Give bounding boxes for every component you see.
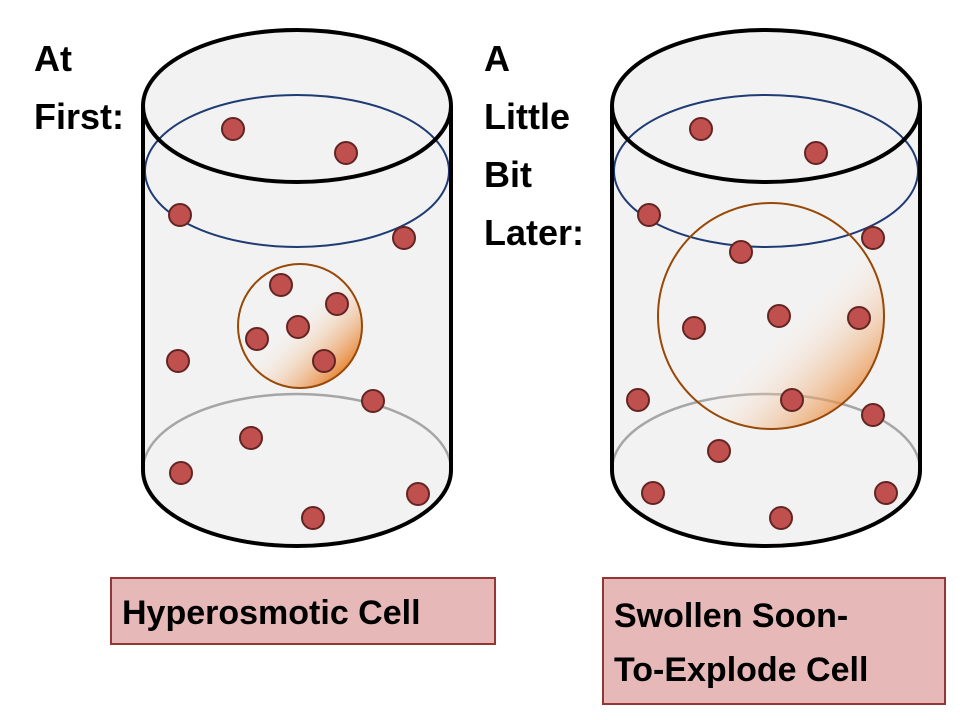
particle [847,306,871,330]
particle [780,388,804,412]
beaker-bottom-back [141,392,453,471]
particle [269,273,293,297]
particle [874,481,898,505]
heading-line: Little [484,96,570,137]
label-line: Swollen Soon- [614,597,849,635]
beaker-outline [610,106,922,548]
beaker-rim [612,30,920,182]
particle [239,426,263,450]
label-swollen-cell: Swollen Soon- To-Explode Cell [602,577,946,705]
particle [245,327,269,351]
label-text: Hyperosmotic Cell [122,594,421,632]
particle [312,349,336,373]
beaker-left [141,28,453,548]
particle [767,304,791,328]
particle [286,315,310,339]
particle [221,117,245,141]
beaker-right [610,28,922,548]
particle [168,203,192,227]
particle [707,439,731,463]
particle [169,461,193,485]
particle [392,226,416,250]
particle [637,203,661,227]
particle [626,388,650,412]
heading-line: At [34,38,72,79]
beaker-top-rim [141,28,453,184]
particle [682,316,706,340]
beaker-rim [143,30,451,182]
solute-particles-right [626,117,898,530]
heading-line: A [484,38,510,79]
heading-line: Bit [484,154,532,195]
particle [861,403,885,427]
heading-a-little-bit-later: A Little Bit Later: [484,30,584,262]
label-line: To-Explode Cell [614,651,869,689]
particle [406,482,430,506]
beaker-top-rim [610,28,922,184]
particle [729,240,753,264]
heading-line: First: [34,96,124,137]
particle [641,481,665,505]
label-hyperosmotic-cell: Hyperosmotic Cell [110,577,496,645]
particle [334,141,358,165]
particle [301,506,325,530]
heading-at-first: At First: [34,30,124,146]
beaker-outline [141,106,453,548]
solute-particles-left [166,117,430,530]
particle [689,117,713,141]
particle [769,506,793,530]
particle [325,292,349,316]
particle [804,141,828,165]
particle [361,389,385,413]
particle [166,349,190,373]
particle [861,226,885,250]
heading-line: Later: [484,212,585,253]
